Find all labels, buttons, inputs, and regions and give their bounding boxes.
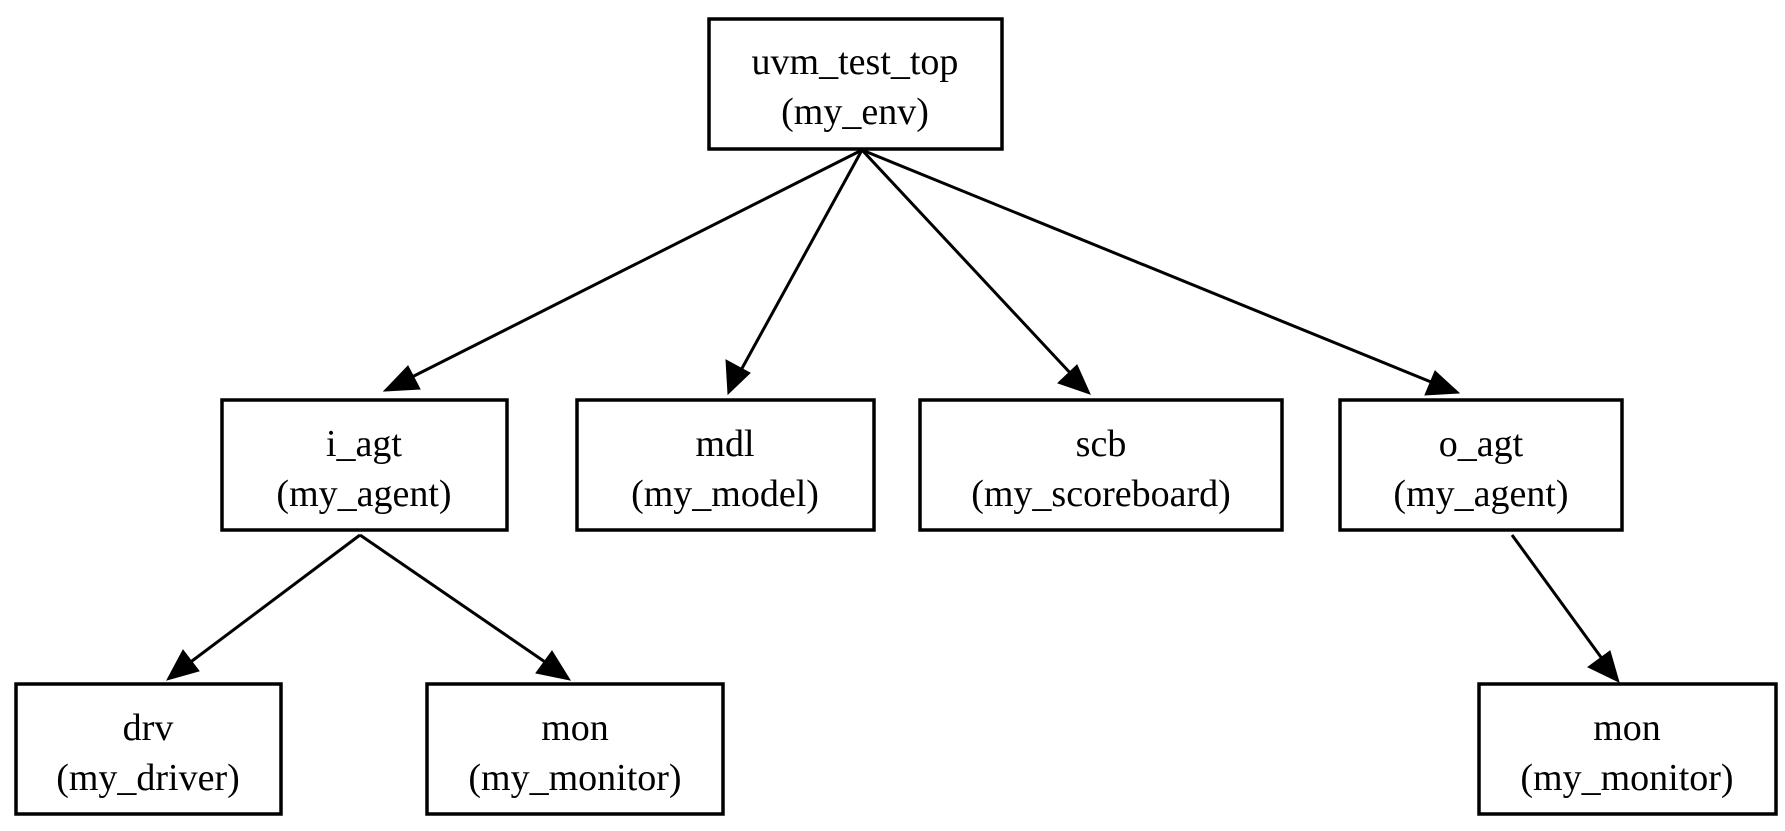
node-uvm-test-top: uvm_test_top (my_env) xyxy=(707,17,1004,151)
edge-root-to-scb xyxy=(860,148,1091,395)
node-name: drv xyxy=(123,707,174,749)
node-type: (my_agent) xyxy=(1393,473,1568,515)
edge-o-agt-to-mon xyxy=(1510,534,1620,683)
node-name: mdl xyxy=(695,423,754,465)
node-type: (my_scoreboard) xyxy=(971,473,1231,515)
node-type: (my_monitor) xyxy=(468,757,681,799)
node-name: i_agt xyxy=(326,423,402,465)
node-scb: scb (my_scoreboard) xyxy=(918,398,1284,532)
node-o-agt: o_agt (my_agent) xyxy=(1338,398,1624,532)
edge-i-agt-to-mon xyxy=(359,533,572,681)
node-name: mon xyxy=(1593,707,1661,749)
edge-root-to-o-agt xyxy=(861,148,1461,396)
edges xyxy=(166,148,1620,683)
node-i-agt: i_agt (my_agent) xyxy=(220,398,509,532)
node-type: (my_monitor) xyxy=(1520,757,1733,799)
edge-root-to-mdl xyxy=(725,149,864,396)
node-type: (my_agent) xyxy=(276,473,451,515)
node-drv: drv (my_driver) xyxy=(14,682,283,816)
node-o-agt-mon: mon (my_monitor) xyxy=(1477,682,1778,816)
node-i-agt-mon: mon (my_monitor) xyxy=(425,682,725,816)
node-type: (my_env) xyxy=(781,91,929,133)
node-mdl: mdl (my_model) xyxy=(575,398,876,532)
node-type: (my_model) xyxy=(631,473,819,515)
node-name: o_agt xyxy=(1439,423,1524,465)
node-name: scb xyxy=(1076,423,1127,465)
node-name: uvm_test_top xyxy=(752,41,959,83)
node-name: mon xyxy=(541,707,609,749)
edge-i-agt-to-drv xyxy=(166,533,361,681)
node-type: (my_driver) xyxy=(56,757,240,799)
edge-root-to-i-agt xyxy=(382,148,863,392)
